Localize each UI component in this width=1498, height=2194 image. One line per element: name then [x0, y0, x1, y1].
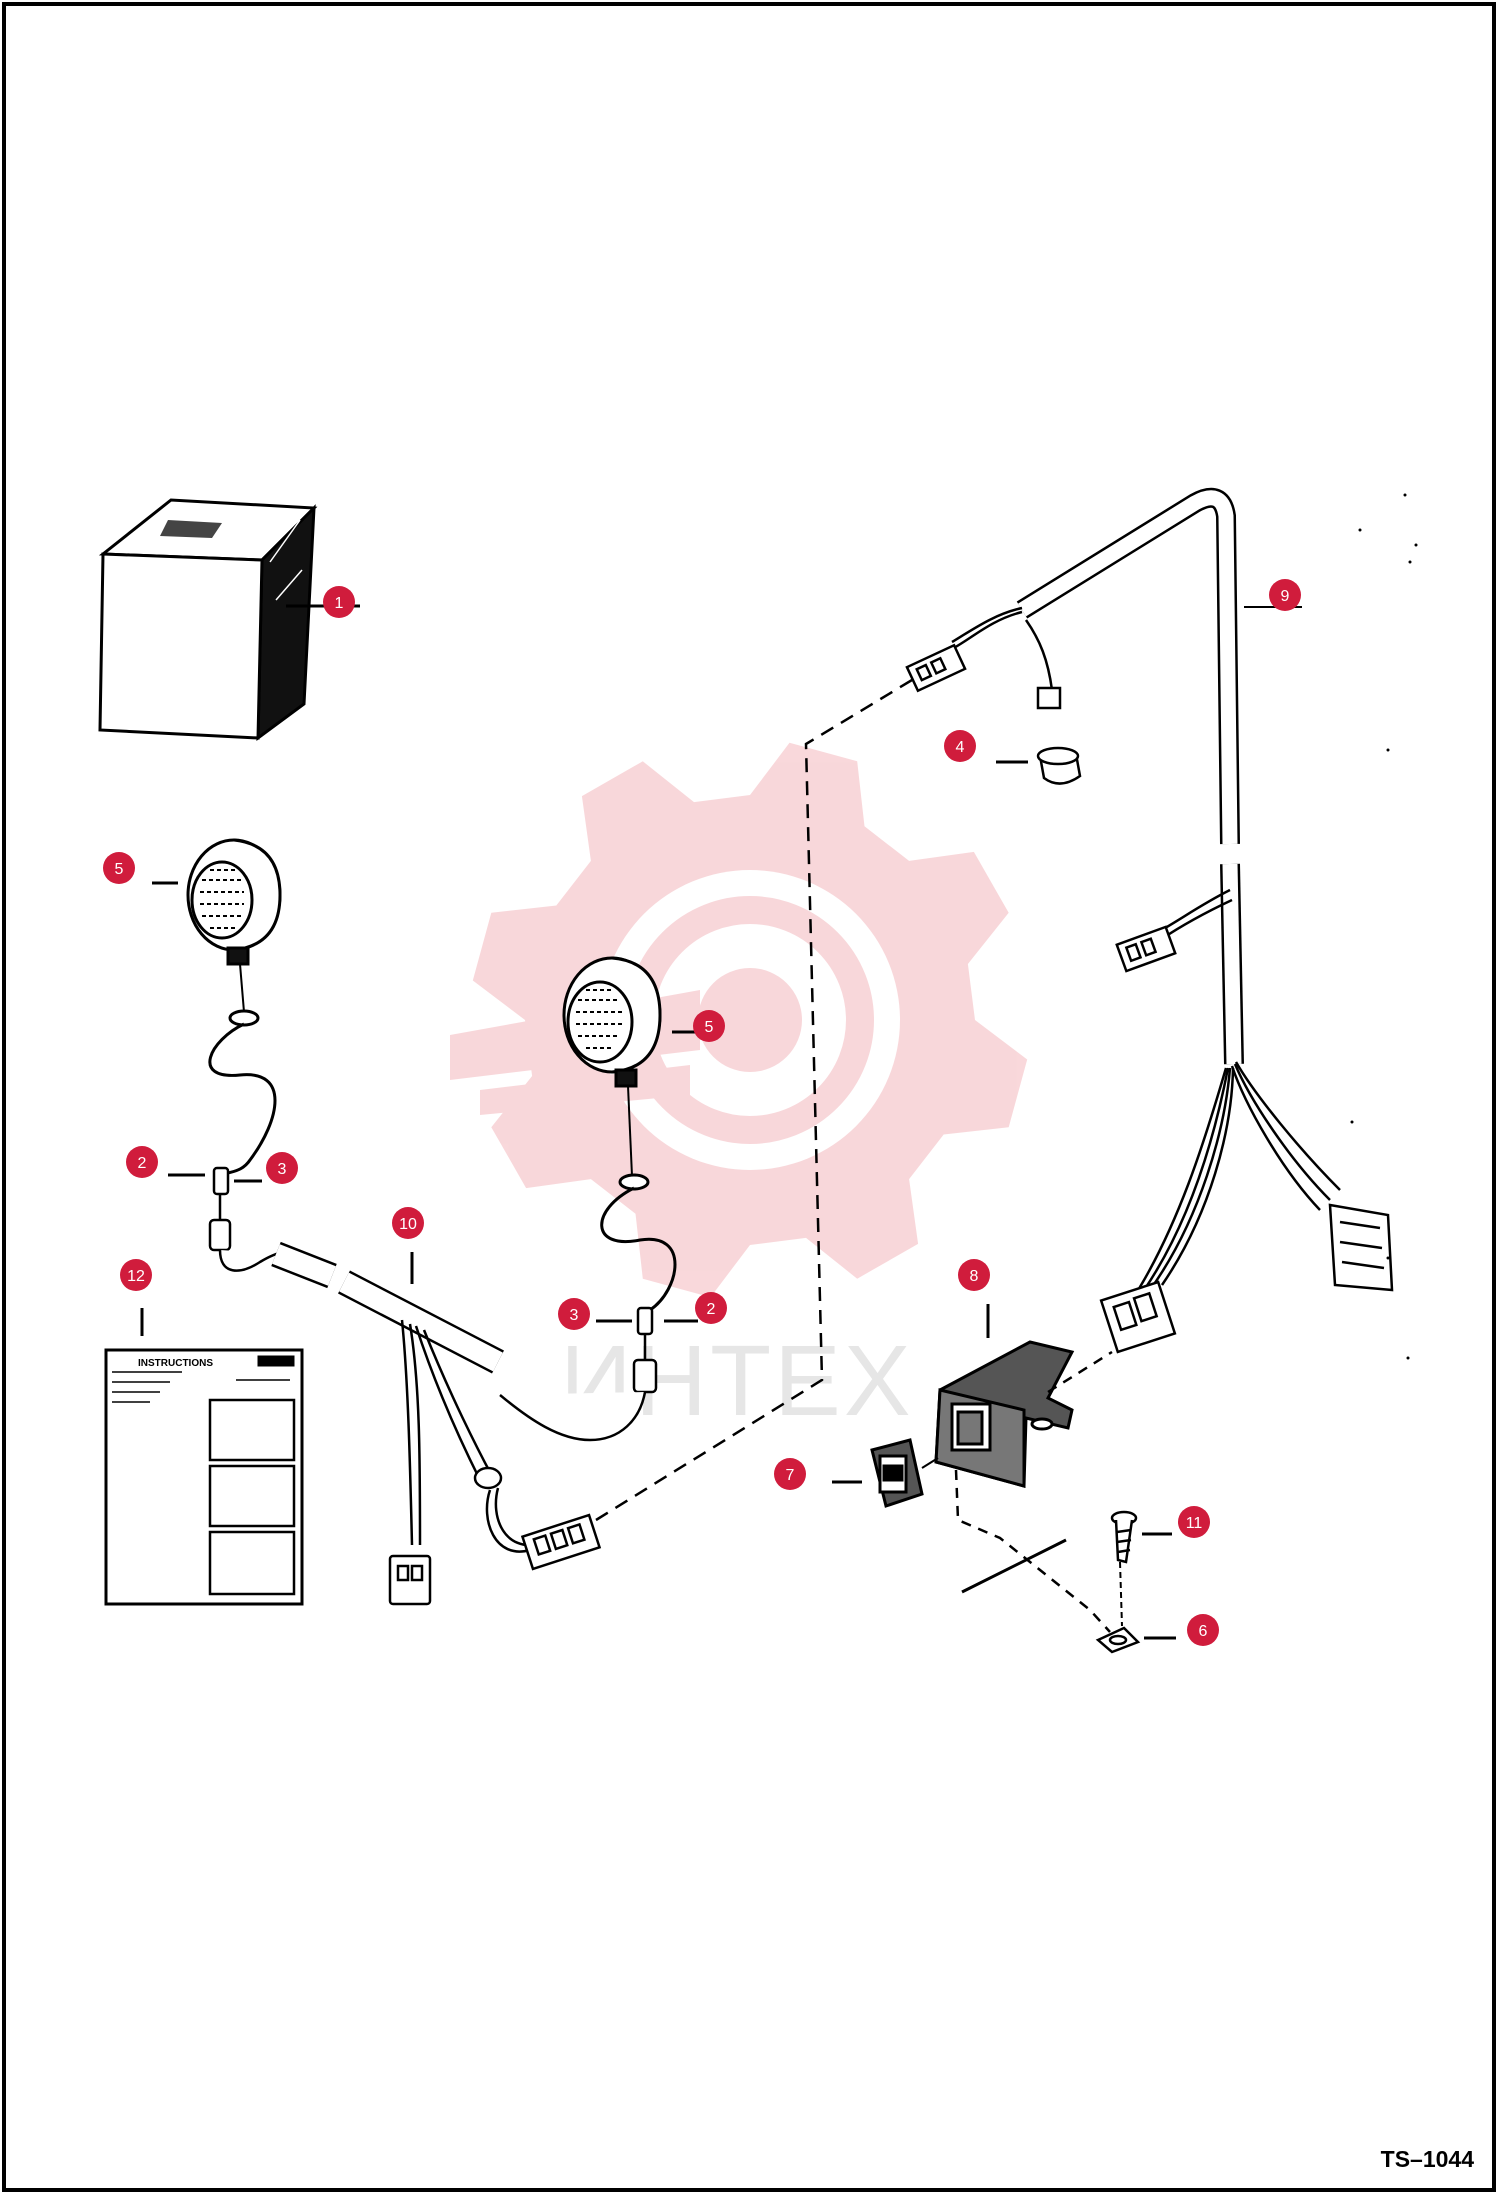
- work-light-right[interactable]: [562, 956, 662, 1191]
- instruction-sheet-title: INSTRUCTIONS: [138, 1358, 213, 1369]
- clip[interactable]: [1095, 1561, 1141, 1654]
- svg-text:9: 9: [1281, 588, 1290, 605]
- callout-2b[interactable]: 2: [695, 1292, 727, 1324]
- switch-bracket[interactable]: [934, 1340, 1075, 1488]
- svg-text:10: 10: [399, 1216, 417, 1233]
- callout-3[interactable]: 3: [266, 1152, 298, 1184]
- svg-text:12: 12: [127, 1268, 145, 1285]
- svg-text:5: 5: [705, 1019, 714, 1036]
- svg-text:3: 3: [278, 1161, 287, 1178]
- callout-6[interactable]: 6: [1187, 1614, 1219, 1646]
- callout-9[interactable]: 9: [1269, 579, 1301, 611]
- light-wire-harness[interactable]: [271, 1241, 541, 1553]
- rocker-switch[interactable]: [870, 1438, 924, 1508]
- watermark-gear-logo: [450, 742, 1028, 1298]
- document-code: TS–1044: [1381, 2146, 1475, 2172]
- svg-text:8: 8: [970, 1268, 979, 1285]
- lamp-socket[interactable]: [1036, 686, 1082, 785]
- svg-text:3: 3: [570, 1307, 579, 1324]
- screw[interactable]: [1110, 1510, 1138, 1564]
- callout-11[interactable]: 11: [1178, 1506, 1210, 1538]
- work-light-left[interactable]: [186, 838, 282, 1027]
- callout-3b[interactable]: 3: [558, 1298, 590, 1330]
- connection-dashed-line: [595, 678, 913, 1522]
- callout-2[interactable]: 2: [126, 1146, 158, 1178]
- main-wire-harness[interactable]: [949, 487, 1341, 1301]
- svg-text:6: 6: [1199, 1623, 1208, 1640]
- callout-10[interactable]: 10: [392, 1207, 424, 1239]
- callout-4[interactable]: 4: [944, 730, 976, 762]
- callout-5b[interactable]: 5: [693, 1010, 725, 1042]
- svg-text:11: 11: [1186, 1515, 1203, 1532]
- relay-box[interactable]: [98, 498, 318, 742]
- callout-1[interactable]: 1: [323, 586, 355, 618]
- wire-terminal-right[interactable]: [499, 1306, 658, 1442]
- mount-surface-line: [961, 1538, 1067, 1594]
- svg-text:5: 5: [115, 861, 124, 878]
- light-harness-connector[interactable]: [388, 1466, 602, 1606]
- svg-text:2: 2: [138, 1155, 147, 1172]
- callout-badges: 1 2 3 2 3 4 5 5 6 7 8 9 10 11 12: [103, 579, 1301, 1646]
- switch-insert-line: [921, 1457, 939, 1469]
- instruction-sheet[interactable]: [104, 1348, 304, 1606]
- bracket-dashed-line: [954, 1350, 1113, 1633]
- callout-8[interactable]: 8: [958, 1259, 990, 1291]
- callout-5[interactable]: 5: [103, 852, 135, 884]
- svg-text:2: 2: [707, 1301, 716, 1318]
- svg-text:4: 4: [956, 739, 965, 756]
- harness-connector[interactable]: [905, 643, 1394, 1354]
- svg-text:1: 1: [335, 595, 344, 612]
- scan-dots: [1350, 493, 1418, 1360]
- svg-text:7: 7: [786, 1467, 795, 1484]
- callout-12[interactable]: 12: [120, 1259, 152, 1291]
- callout-7[interactable]: 7: [774, 1458, 806, 1490]
- light-wire-right: [600, 1186, 677, 1312]
- light-wire-left: [208, 1022, 277, 1180]
